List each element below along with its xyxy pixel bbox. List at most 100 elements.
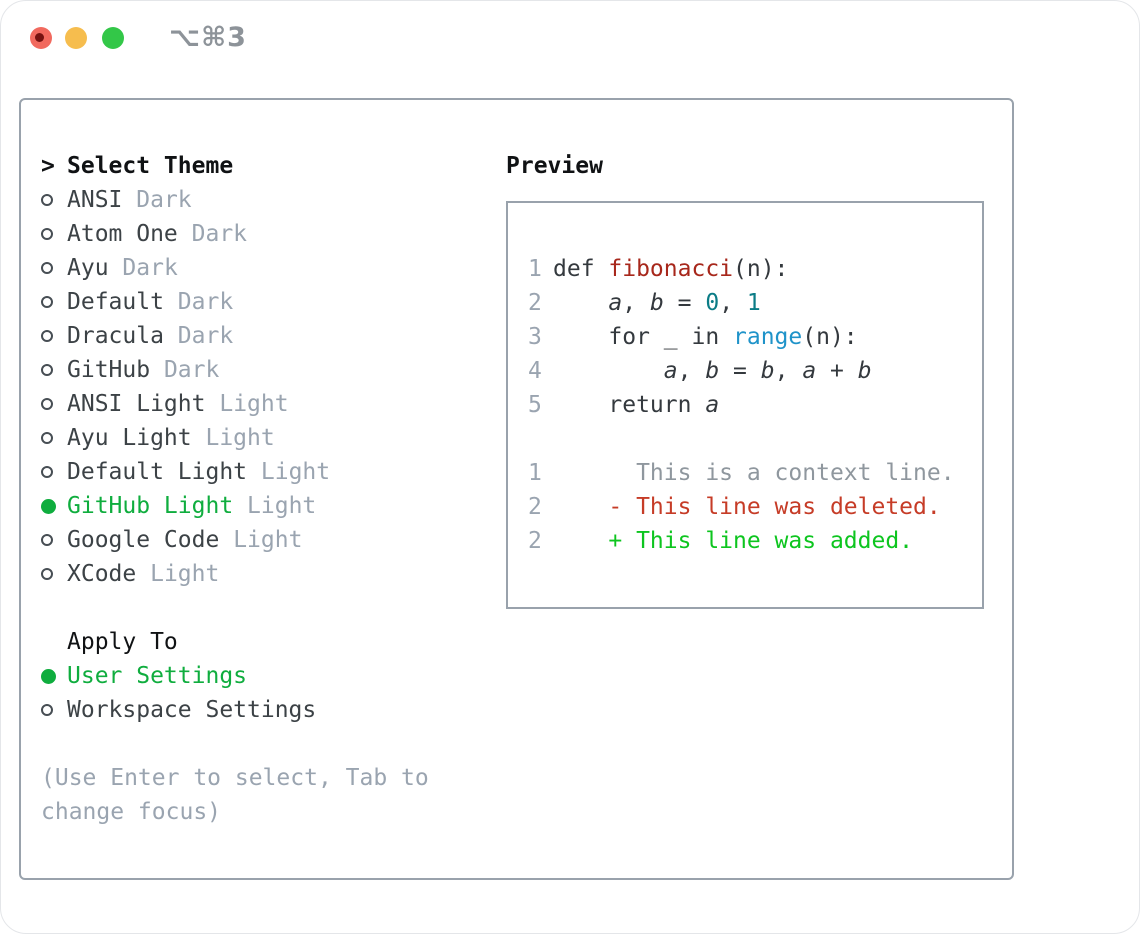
code-segment-context: This is a context line.	[553, 460, 955, 486]
theme-item[interactable]: GitHub Light Light	[41, 489, 506, 523]
theme-name: Google Code	[67, 527, 220, 553]
radio-icon	[41, 704, 53, 716]
theme-variant-label: Light	[233, 527, 303, 553]
zoom-button[interactable]	[102, 27, 124, 49]
line-number: 2	[528, 528, 542, 554]
apply-to-header: Apply To	[67, 629, 178, 655]
line-number: 3	[528, 324, 542, 350]
theme-variant-label: Light	[150, 561, 220, 587]
code-segment-plain	[553, 354, 664, 388]
code-segment-plain: ,	[677, 358, 706, 384]
code-line: 3 for _ in range(n):	[528, 320, 982, 354]
theme-variant-label: Dark	[177, 289, 234, 315]
close-button[interactable]	[30, 27, 52, 49]
theme-item[interactable]: XCode Light	[41, 557, 506, 591]
theme-item[interactable]: Ayu Light Light	[41, 421, 506, 455]
close-dot-icon	[35, 33, 44, 42]
minimize-button[interactable]	[65, 27, 87, 49]
code-line: 5 return a	[528, 388, 982, 422]
radio-icon	[41, 568, 53, 580]
radio-selected-icon	[41, 498, 56, 514]
apply-to-option[interactable]: User Settings	[41, 659, 506, 693]
code-segment-func: fibonacci	[608, 256, 734, 282]
theme-name: XCode	[67, 561, 137, 587]
line-number: 2	[528, 494, 542, 520]
theme-name: Atom One	[67, 221, 178, 247]
line-number: 2	[528, 290, 542, 316]
code-segment-plain: +	[816, 358, 858, 384]
apply-to-option-label: Workspace Settings	[67, 697, 317, 723]
code-segment-plain: =	[719, 358, 761, 384]
code-segment-plain: (n):	[802, 324, 858, 350]
theme-item[interactable]: Atom One Dark	[41, 217, 506, 251]
line-number	[528, 422, 542, 456]
theme-item[interactable]: GitHub Dark	[41, 353, 506, 387]
code-line: 1 This is a context line.	[528, 456, 982, 490]
theme-variant-label: Dark	[191, 221, 248, 247]
code-line: 4 a, b = b, a + b	[528, 354, 982, 388]
theme-name: Default Light	[67, 459, 248, 485]
code-segment-var: a	[705, 392, 720, 418]
theme-name: Default	[67, 289, 164, 315]
theme-variant-label: Dark	[163, 357, 220, 383]
code-segment-added: + This line was added.	[553, 528, 914, 554]
apply-to-option-label: User Settings	[67, 663, 248, 689]
code-line: 2 a, b = 0, 1	[528, 286, 982, 320]
theme-variant-label: Dark	[177, 323, 234, 349]
code-segment-plain: =	[663, 290, 706, 316]
code-segment-var: a	[802, 358, 817, 384]
code-line: 2 - This line was deleted.	[528, 490, 982, 524]
theme-item[interactable]: Dracula Dark	[41, 319, 506, 353]
code-segment-plain: for _ in	[553, 324, 734, 350]
theme-item[interactable]: Default Dark	[41, 285, 506, 319]
titlebar: ⌥⌘3	[1, 1, 1139, 98]
line-number: 4	[528, 358, 542, 384]
code-segment-plain: ,	[719, 290, 747, 316]
radio-icon	[41, 364, 53, 376]
radio-icon	[41, 330, 53, 342]
code-segment-var: a	[663, 358, 678, 384]
select-theme-title: Select Theme	[67, 153, 234, 179]
line-number: 5	[528, 392, 542, 418]
code-line: 2 + This line was added.	[528, 524, 982, 558]
code-segment-var: a	[608, 290, 623, 316]
radio-icon	[41, 466, 53, 478]
code-segment-plain: def	[553, 256, 609, 282]
radio-icon	[41, 194, 53, 206]
radio-icon	[41, 296, 53, 308]
code-segment-num: 0	[705, 290, 720, 316]
theme-item[interactable]: Google Code Light	[41, 523, 506, 557]
theme-item[interactable]: ANSI Light Light	[41, 387, 506, 421]
theme-variant-label: Light	[247, 493, 317, 519]
theme-item[interactable]: ANSI Dark	[41, 183, 506, 217]
theme-variant-label: Light	[205, 425, 275, 451]
theme-name: Ayu Light	[67, 425, 192, 451]
code-segment-var: b	[760, 358, 775, 384]
theme-item[interactable]: Ayu Dark	[41, 251, 506, 285]
theme-variant-label: Dark	[122, 255, 178, 281]
code-segment-plain: ,	[774, 358, 803, 384]
code-segment-plain: return	[553, 392, 706, 418]
code-line	[528, 422, 982, 456]
code-segment-plain	[553, 286, 608, 320]
prompt-arrow-icon: >	[41, 153, 55, 179]
theme-name: Dracula	[67, 323, 164, 349]
radio-icon	[41, 228, 53, 240]
theme-item[interactable]: Default Light Light	[41, 455, 506, 489]
window-title: ⌥⌘3	[169, 22, 247, 53]
hint-text: (Use Enter to select, Tab to change focu…	[41, 765, 429, 825]
radio-selected-icon	[41, 668, 56, 684]
apply-to-option[interactable]: Workspace Settings	[41, 693, 506, 727]
theme-name: ANSI	[67, 187, 123, 213]
theme-name: ANSI Light	[67, 391, 206, 417]
radio-icon	[41, 262, 53, 274]
code-segment-plain: (n):	[733, 256, 789, 282]
radio-icon	[41, 398, 53, 410]
